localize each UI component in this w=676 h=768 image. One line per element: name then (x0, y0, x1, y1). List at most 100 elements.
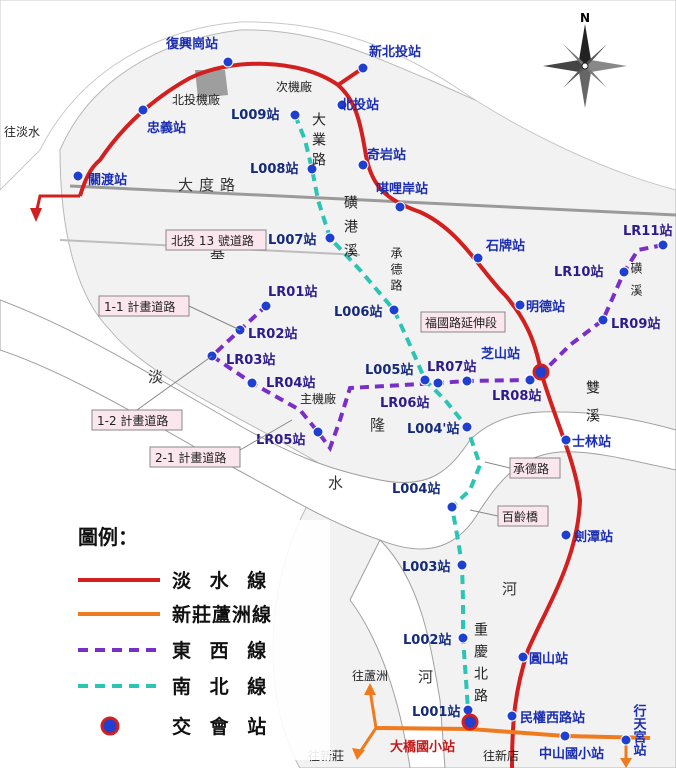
station-dot-xinzhuang-2[interactable] (620, 734, 632, 746)
xinzhuang-line (375, 726, 651, 740)
station-label-dongxi-4: LR07站 (427, 359, 476, 375)
station-label-nanbei-2: L007站 (268, 232, 316, 248)
to-tamsui-arrowhead (30, 208, 42, 222)
station-dot-dongxi-1[interactable] (618, 266, 630, 278)
station-label-tamsui-0: 復興崗站 (165, 36, 218, 52)
label-he: 河 (502, 580, 523, 598)
label-guibo: 磺溪 (629, 262, 643, 306)
station-dot-xinzhuang-1[interactable] (559, 730, 571, 742)
compass-rose (543, 24, 627, 108)
station-label-tamsui-5: 奇岩站 (367, 147, 406, 163)
station-dot-tamsui-13[interactable] (506, 710, 518, 722)
to-luzhou-arrow (368, 689, 378, 729)
station-dot-dongxi-6[interactable] (260, 300, 272, 312)
station-dot-dongxi-4[interactable] (461, 375, 473, 387)
station-label-dongxi-10: LR05站 (256, 432, 305, 448)
station-label-nanbei-8: L002站 (403, 632, 451, 648)
station-dot-dongxi-3[interactable] (524, 374, 536, 386)
station-dot-dongxi-9[interactable] (246, 377, 258, 389)
station-label-tamsui-11: 劍潭站 (574, 529, 613, 545)
station-label-tamsui-3: 新北投站 (369, 44, 421, 60)
station-label-tamsui-4: 北投站 (340, 97, 379, 113)
svg-text:1-2 計畫道路: 1-2 計畫道路 (97, 413, 168, 428)
dadu-road (69, 184, 676, 217)
station-label-tamsui-10: 士林站 (572, 434, 611, 450)
label-huanggang: 磺港溪 (342, 195, 358, 267)
station-dot-tamsui-7[interactable] (472, 252, 484, 264)
station-label-dongxi-2: LR09站 (611, 316, 660, 332)
station-dot-tamsui-10[interactable] (560, 434, 572, 446)
label-he2: 河 (418, 668, 439, 686)
label-dan: 淡 (148, 368, 169, 386)
station-label-nanbei-1: L008站 (250, 161, 298, 177)
station-dot-tamsui-8[interactable] (514, 299, 526, 311)
box-beitou13: 北投 13 號道路 (165, 229, 267, 251)
station-label-tamsui-8: 明德站 (526, 299, 565, 315)
legend-title: 圖例： (78, 525, 138, 549)
legend-tamsui-label: 淡 水 線 (172, 569, 272, 592)
station-dot-tamsui-6[interactable] (394, 201, 406, 213)
station-dot-tamsui-5[interactable] (357, 159, 369, 171)
station-label-nanbei-3: L006站 (334, 304, 382, 320)
station-label-tamsui-7: 石牌站 (485, 238, 525, 254)
station-dot-tamsui-0[interactable] (222, 56, 234, 68)
svg-text:福國路延伸段: 福國路延伸段 (425, 315, 497, 330)
station-dot-dongxi-10[interactable] (312, 426, 324, 438)
svg-text:百齡橋: 百齡橋 (502, 510, 538, 524)
station-dots (72, 56, 669, 746)
box-1-1: 1-1 計畫道路 (98, 295, 241, 331)
station-dot-tamsui-1[interactable] (137, 104, 149, 116)
station-dot-dongxi-0[interactable] (657, 239, 669, 251)
station-label-tamsui-12: 圓山站 (529, 651, 568, 667)
label-to-xindian: 往新店 (483, 748, 519, 763)
label-long: 隆 (370, 416, 391, 434)
legend-interchange-label: 交 會 站 (172, 715, 272, 738)
station-dot-nanbei-5[interactable] (461, 421, 473, 433)
mountain-area (0, 0, 676, 191)
station-label-xinzhuang-2: 行天宮站 (631, 703, 648, 757)
station-dot-tamsui-2[interactable] (72, 170, 84, 182)
station-dot-nanbei-1[interactable] (306, 163, 318, 175)
station-dot-nanbei-4[interactable] (419, 374, 431, 386)
label-main-depot: 主機廠 (300, 391, 336, 406)
station-label-nanbei-5: L004'站 (407, 421, 459, 437)
label-chengde-rd-v: 承德路 (389, 247, 403, 295)
legend: 圖例： 淡 水 線 新莊蘆洲線 東 西 線 南 北 線 交 會 站 (70, 520, 330, 760)
station-label-dongxi-3: LR08站 (492, 388, 541, 404)
station-label-dongxi-7: LR02站 (248, 326, 297, 342)
station-label-dongxi-5: LR06站 (380, 395, 429, 411)
box-2-1: 2-1 計畫道路 (149, 419, 293, 468)
label-ci-depot: 次機廠 (276, 79, 312, 94)
station-dot-tamsui-12[interactable] (517, 651, 529, 663)
station-labels: 復興崗站忠義站關渡站新北投站北投站奇岩站唭哩岸站石牌站明德站芝山站士林站劍潭站圓… (88, 36, 672, 762)
label-daye-rd: 大業路 (310, 112, 326, 172)
station-label-tamsui-6: 唭哩岸站 (376, 181, 428, 197)
station-dot-nanbei-3[interactable] (388, 304, 400, 316)
station-dot-nanbei-0[interactable] (289, 109, 301, 121)
station-label-nanbei-9: L001站 (412, 704, 460, 720)
label-shuangxi: 雙溪 (584, 380, 600, 436)
station-dot-dongxi-2[interactable] (597, 314, 609, 326)
station-dot-nanbei-7[interactable] (456, 559, 468, 571)
label-to-luzhou: 往蘆洲 (352, 668, 388, 683)
station-dot-dongxi-5[interactable] (432, 377, 444, 389)
dongxi-line (208, 243, 664, 453)
svg-text:承德路: 承德路 (513, 461, 549, 476)
interchange-daqiao[interactable] (461, 713, 479, 731)
station-dot-tamsui-4[interactable] (336, 99, 348, 111)
station-label-xinzhuang-1: 中山國小站 (539, 746, 604, 762)
tamsui-river (349, 539, 446, 768)
station-dot-nanbei-8[interactable] (457, 632, 469, 644)
station-label-dongxi-8: LR03站 (226, 352, 275, 368)
station-label-nanbei-0: L009站 (231, 107, 279, 123)
station-dot-nanbei-2[interactable] (324, 232, 336, 244)
svg-text:北投 13 號道路: 北投 13 號道路 (171, 233, 254, 248)
station-dot-tamsui-11[interactable] (560, 529, 572, 541)
interchange-zhishan[interactable] (532, 363, 550, 381)
station-label-tamsui-2: 關渡站 (88, 172, 127, 188)
station-dot-nanbei-6[interactable] (446, 501, 458, 513)
station-dot-tamsui-3[interactable] (357, 62, 369, 74)
beitou-depot-area (195, 70, 228, 98)
